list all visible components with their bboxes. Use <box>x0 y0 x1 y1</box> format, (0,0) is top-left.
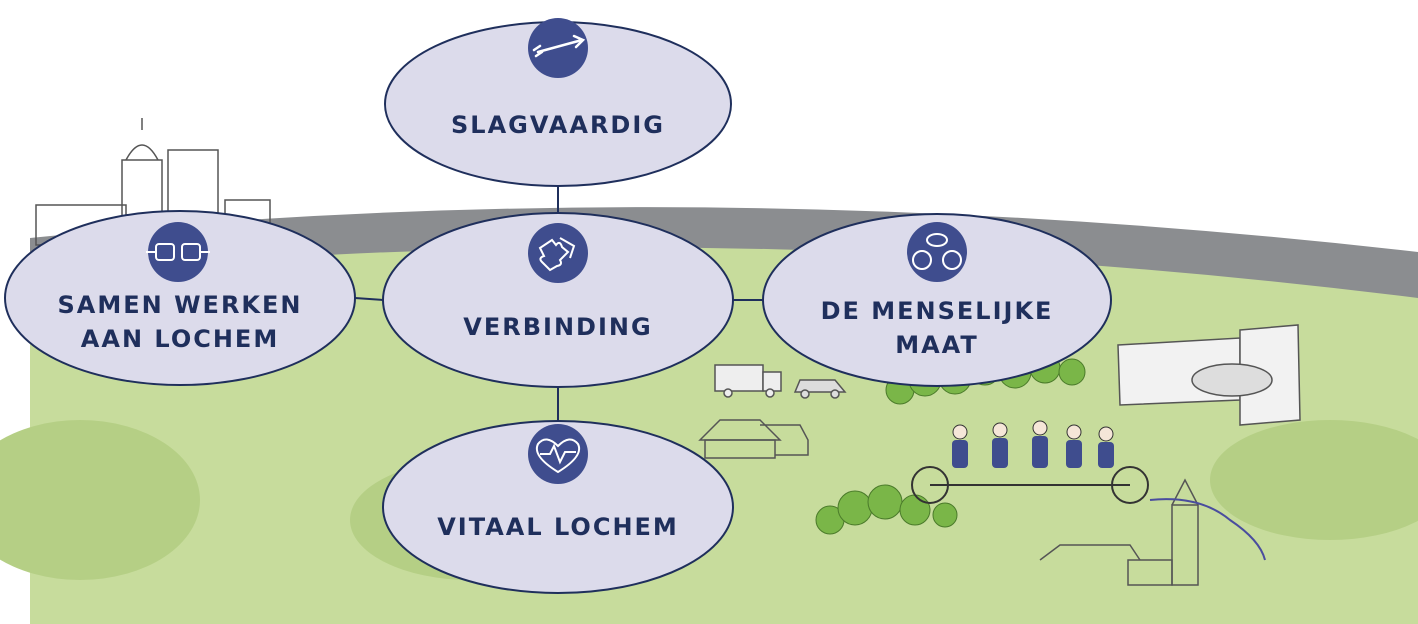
conversation-icon <box>912 233 962 270</box>
node-vitaal-label-line: VITAAL LOCHEM <box>437 513 679 541</box>
node-menselijke-maat-label: DE MENSELIJKE MAAT <box>821 294 1054 362</box>
puzzle-icon <box>538 237 576 272</box>
node-vitaal <box>382 420 734 594</box>
node-vitaal-shape <box>382 420 734 594</box>
heartbeat-icon <box>536 438 580 474</box>
village-church <box>1039 478 1199 586</box>
connector-verbinding-samen_werken <box>354 297 384 301</box>
node-verbinding-icon-circle <box>528 223 588 283</box>
diagram-connectors <box>354 186 763 421</box>
node-samen-werken-label-line-2: AAN LOCHEM <box>80 325 280 353</box>
node-menselijke-maat-label-line-1: DE MENSELIJKE <box>820 297 1054 325</box>
farm-houses <box>698 419 809 459</box>
truck <box>714 364 782 398</box>
node-menselijke-maat-icon-circle <box>907 222 967 282</box>
modern-building <box>1117 324 1301 426</box>
node-samen-werken-label-line-1: SAMEN WERKEN <box>57 291 303 319</box>
node-slagvaardig-label-line: SLAGVAARDIG <box>451 111 665 139</box>
node-samen-werken-label: SAMEN WERKEN AAN LOCHEM <box>57 288 302 356</box>
node-menselijke-maat <box>762 213 1112 387</box>
node-verbinding-label: VERBINDING <box>463 310 652 344</box>
node-slagvaardig <box>384 18 732 187</box>
node-slagvaardig-label: SLAGVAARDIG <box>451 108 665 142</box>
node-verbinding-label-line: VERBINDING <box>463 313 653 341</box>
trees-lower <box>815 484 958 535</box>
node-samen-werken <box>4 210 356 386</box>
arrow-icon <box>532 34 586 58</box>
node-slagvaardig-icon-circle <box>528 18 588 78</box>
fist-bump-icon <box>146 243 210 261</box>
grass-patch-right <box>1210 420 1418 540</box>
car <box>793 379 847 399</box>
node-vitaal-label: VITAAL LOCHEM <box>437 510 679 544</box>
node-verbinding <box>382 212 734 388</box>
river <box>1149 498 1266 561</box>
tandem-bicycle <box>911 420 1149 504</box>
node-verbinding-shape <box>382 212 734 388</box>
grass-patch-left <box>0 420 200 580</box>
node-samen-werken-shape <box>4 210 356 386</box>
node-menselijke-maat-label-line-2: MAAT <box>895 331 979 359</box>
node-samen-werken-icon-circle <box>148 222 208 282</box>
node-menselijke-maat-shape <box>762 213 1112 387</box>
